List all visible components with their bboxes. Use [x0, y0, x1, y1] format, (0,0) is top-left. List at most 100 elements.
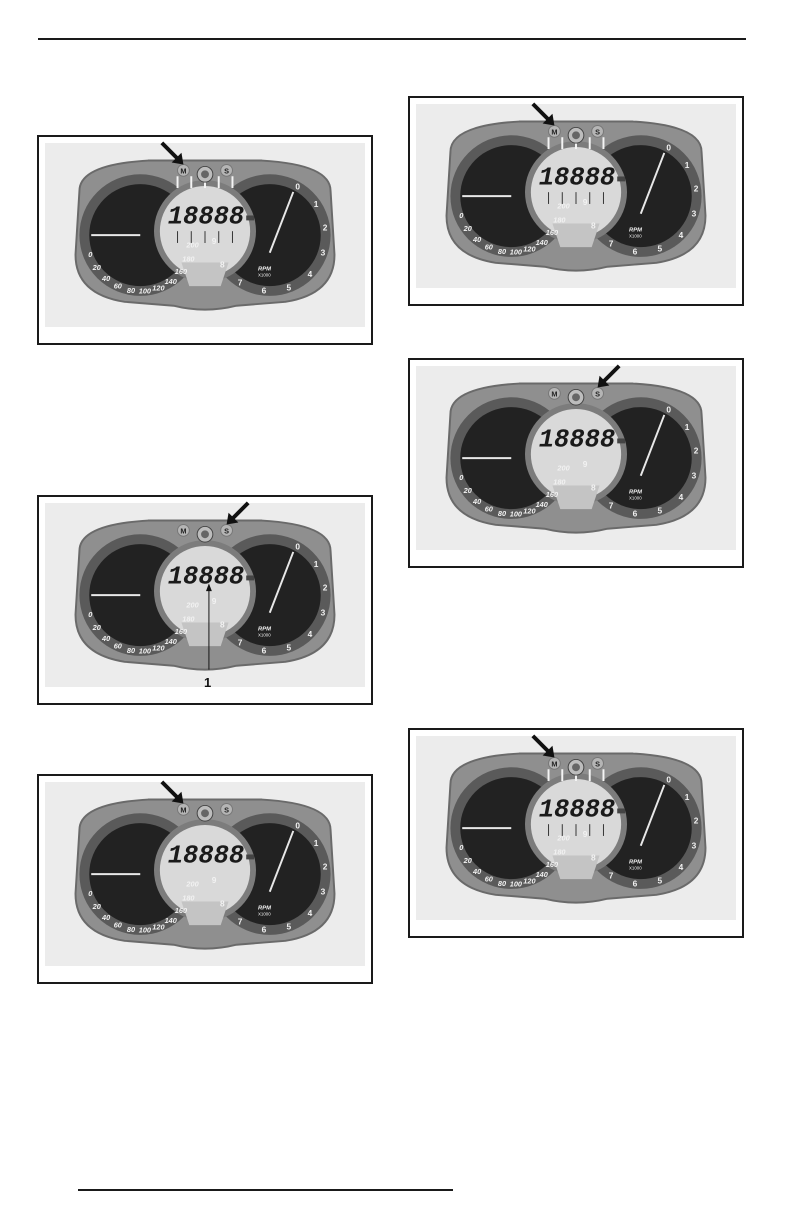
mode-button [548, 756, 561, 770]
rpm-tick-label: 4 [308, 629, 313, 639]
pointer-arrow-shaft [160, 780, 179, 799]
rpm-unit-label: RPM [629, 489, 642, 495]
speed-tick-label: 0 [88, 889, 93, 898]
lcd-digits: 18888 [539, 425, 616, 454]
rpm-tick-label: 9 [583, 197, 588, 207]
rpm-unit-label: RPM [629, 859, 642, 865]
speed-tick-label: 20 [463, 486, 473, 495]
rpm-multiplier-label: X1000 [629, 495, 642, 500]
rpm-tick-label: 6 [633, 509, 638, 519]
rpm-tick-label: 1 [685, 792, 690, 802]
lcd-unit-indicator [246, 215, 255, 221]
pointer-arrow-icon [542, 745, 555, 758]
lcd-digits: 18888 [168, 841, 245, 870]
rpm-tick-label: 6 [633, 247, 638, 257]
pointer-arrow-icon [171, 791, 184, 804]
set-button [220, 802, 233, 816]
rpm-tick-label: 7 [609, 870, 614, 880]
tachometer-needle [639, 784, 666, 847]
rpm-tick-label: 2 [323, 861, 328, 871]
rpm-tick-label: 8 [220, 260, 225, 270]
mode-button [177, 802, 190, 816]
speed-tick-label: 180 [182, 255, 195, 264]
speed-tick-label: 40 [101, 913, 111, 922]
speed-tick-label: 40 [472, 235, 482, 244]
tachometer-needle [268, 191, 295, 254]
brand-logo-center [572, 763, 580, 772]
rpm-tick-label: 6 [633, 879, 638, 889]
speed-tick-label: 100 [139, 647, 152, 656]
brand-logo-center [201, 809, 209, 818]
speed-tick-label: 180 [182, 894, 195, 903]
speed-tick-label: 0 [459, 843, 464, 852]
rpm-tick-label: 3 [692, 208, 697, 218]
mode-button [177, 163, 190, 177]
speed-tick-label: 100 [139, 926, 152, 935]
rpm-tick-label: 9 [212, 236, 217, 246]
speed-tick-label: 200 [556, 464, 570, 473]
lcd-unit-indicator [617, 808, 626, 814]
speed-tick-label: 140 [536, 238, 549, 247]
speed-tick-label: 200 [185, 880, 199, 889]
speed-tick-label: 120 [152, 644, 165, 653]
rpm-tick-label: 5 [287, 922, 292, 932]
lcd-unit-indicator [617, 176, 626, 182]
speed-tick-label: 100 [139, 287, 152, 296]
rpm-tick-label: 2 [694, 183, 699, 193]
speed-tick-label: 160 [175, 627, 188, 636]
rpm-tick-label: 2 [694, 815, 699, 825]
mode-button-label: M [551, 127, 557, 136]
tachometer-needle [268, 551, 295, 614]
rpm-tick-label: 5 [658, 876, 663, 886]
tachometer-needle [639, 414, 666, 477]
rpm-multiplier-label: X1000 [258, 632, 271, 637]
rpm-tick-label: 1 [314, 559, 319, 569]
rpm-tick-label: 1 [314, 199, 319, 209]
rpm-tick-label: 4 [679, 230, 684, 240]
rpm-tick-label: 8 [591, 853, 596, 863]
lcd-lower-window [552, 855, 600, 880]
rpm-tick-label: 0 [295, 182, 300, 192]
rpm-tick-label: 4 [308, 269, 313, 279]
rpm-tick-label: 3 [321, 886, 326, 896]
speed-tick-label: 100 [510, 510, 523, 519]
rpm-tick-label: 9 [212, 875, 217, 885]
speed-tick-label: 180 [553, 848, 566, 857]
rpm-tick-label: 9 [583, 459, 588, 469]
speed-tick-label: 80 [127, 925, 136, 934]
speed-tick-label: 120 [523, 877, 536, 886]
lcd-lower-window [181, 901, 229, 926]
lcd-lower-window [181, 262, 229, 287]
speed-tick-label: 140 [536, 870, 549, 879]
set-button-label: S [224, 805, 229, 814]
speed-tick-label: 40 [101, 634, 111, 643]
rpm-tick-label: 7 [238, 916, 243, 926]
rpm-tick-label: 0 [666, 775, 671, 785]
rpm-tick-label: 7 [238, 637, 243, 647]
tachometer-needle [639, 152, 666, 215]
speed-tick-label: 80 [498, 509, 507, 518]
rpm-tick-label: 7 [238, 277, 243, 287]
pointer-arrow-shaft [531, 102, 550, 121]
set-button-label: S [595, 389, 600, 398]
rpm-unit-label: RPM [258, 626, 271, 632]
rpm-tick-label: 8 [220, 899, 225, 909]
brand-logo-center [572, 393, 580, 402]
speed-tick-label: 140 [536, 500, 549, 509]
set-button [220, 163, 233, 177]
rpm-tick-label: 8 [220, 620, 225, 630]
speed-tick-label: 60 [114, 282, 123, 291]
rpm-tick-label: 4 [679, 492, 684, 502]
pointer-arrow-shaft [160, 141, 179, 160]
rpm-tick-label: 7 [609, 238, 614, 248]
speed-tick-label: 140 [165, 637, 178, 646]
